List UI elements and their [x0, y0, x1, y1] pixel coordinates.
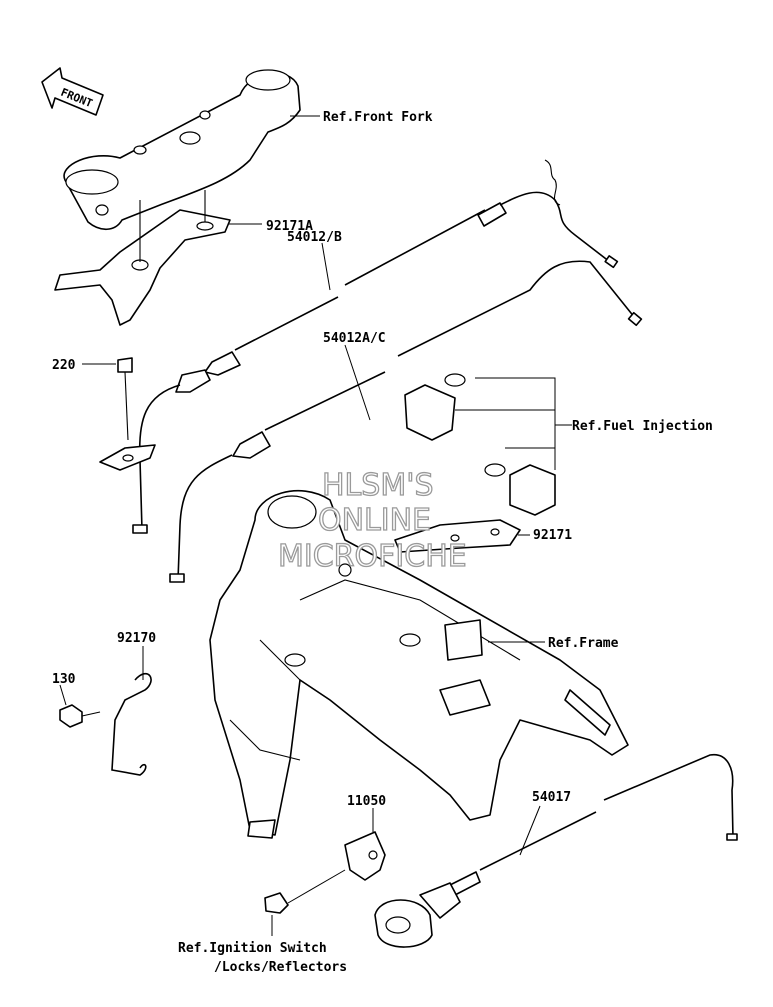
- label-ref-frame: Ref.Frame: [548, 636, 619, 651]
- main-frame: [209, 490, 629, 839]
- clamp-92170: [59, 673, 152, 776]
- watermark: HLSM'S ONLINE MICROFICHE: [277, 467, 467, 574]
- leader-lines: [59, 115, 545, 936]
- label-ref-front-fork: Ref.Front Fork: [323, 110, 433, 125]
- bracket-11050: [264, 831, 386, 914]
- bracket-92171: [394, 519, 530, 553]
- label-54017: 54017: [532, 790, 571, 805]
- throttle-cable-54012ac: [169, 260, 643, 583]
- watermark-line1: HLSM'S: [322, 468, 434, 503]
- choke-cable-54017: [374, 754, 738, 948]
- label-92171a: 92171A: [266, 219, 313, 234]
- throttle-cable-54012b: [132, 159, 619, 534]
- label-54012b: 54012/B: [287, 230, 342, 245]
- label-130: 130: [52, 672, 76, 687]
- label-ref-fuel-injection: Ref.Fuel Injection: [572, 419, 713, 434]
- label-ref-ignition-line2: /Locks/Reflectors: [214, 960, 347, 975]
- bolt-220: [99, 357, 156, 471]
- watermark-line2: ONLINE: [318, 503, 431, 538]
- label-220: 220: [52, 358, 76, 373]
- front-arrow-icon: FRONT: [41, 67, 104, 116]
- triple-clamp: [63, 69, 301, 231]
- watermark-line3: MICROFICHE: [278, 539, 467, 574]
- label-92171: 92171: [533, 528, 572, 543]
- label-92170: 92170: [117, 631, 156, 646]
- cable-holder-bracket: [54, 190, 231, 326]
- label-ref-ignition-line1: Ref.Ignition Switch: [178, 941, 327, 956]
- label-11050: 11050: [347, 794, 386, 809]
- fuel-injection-sensors: [404, 373, 572, 516]
- label-54012ac: 54012A/C: [323, 331, 386, 346]
